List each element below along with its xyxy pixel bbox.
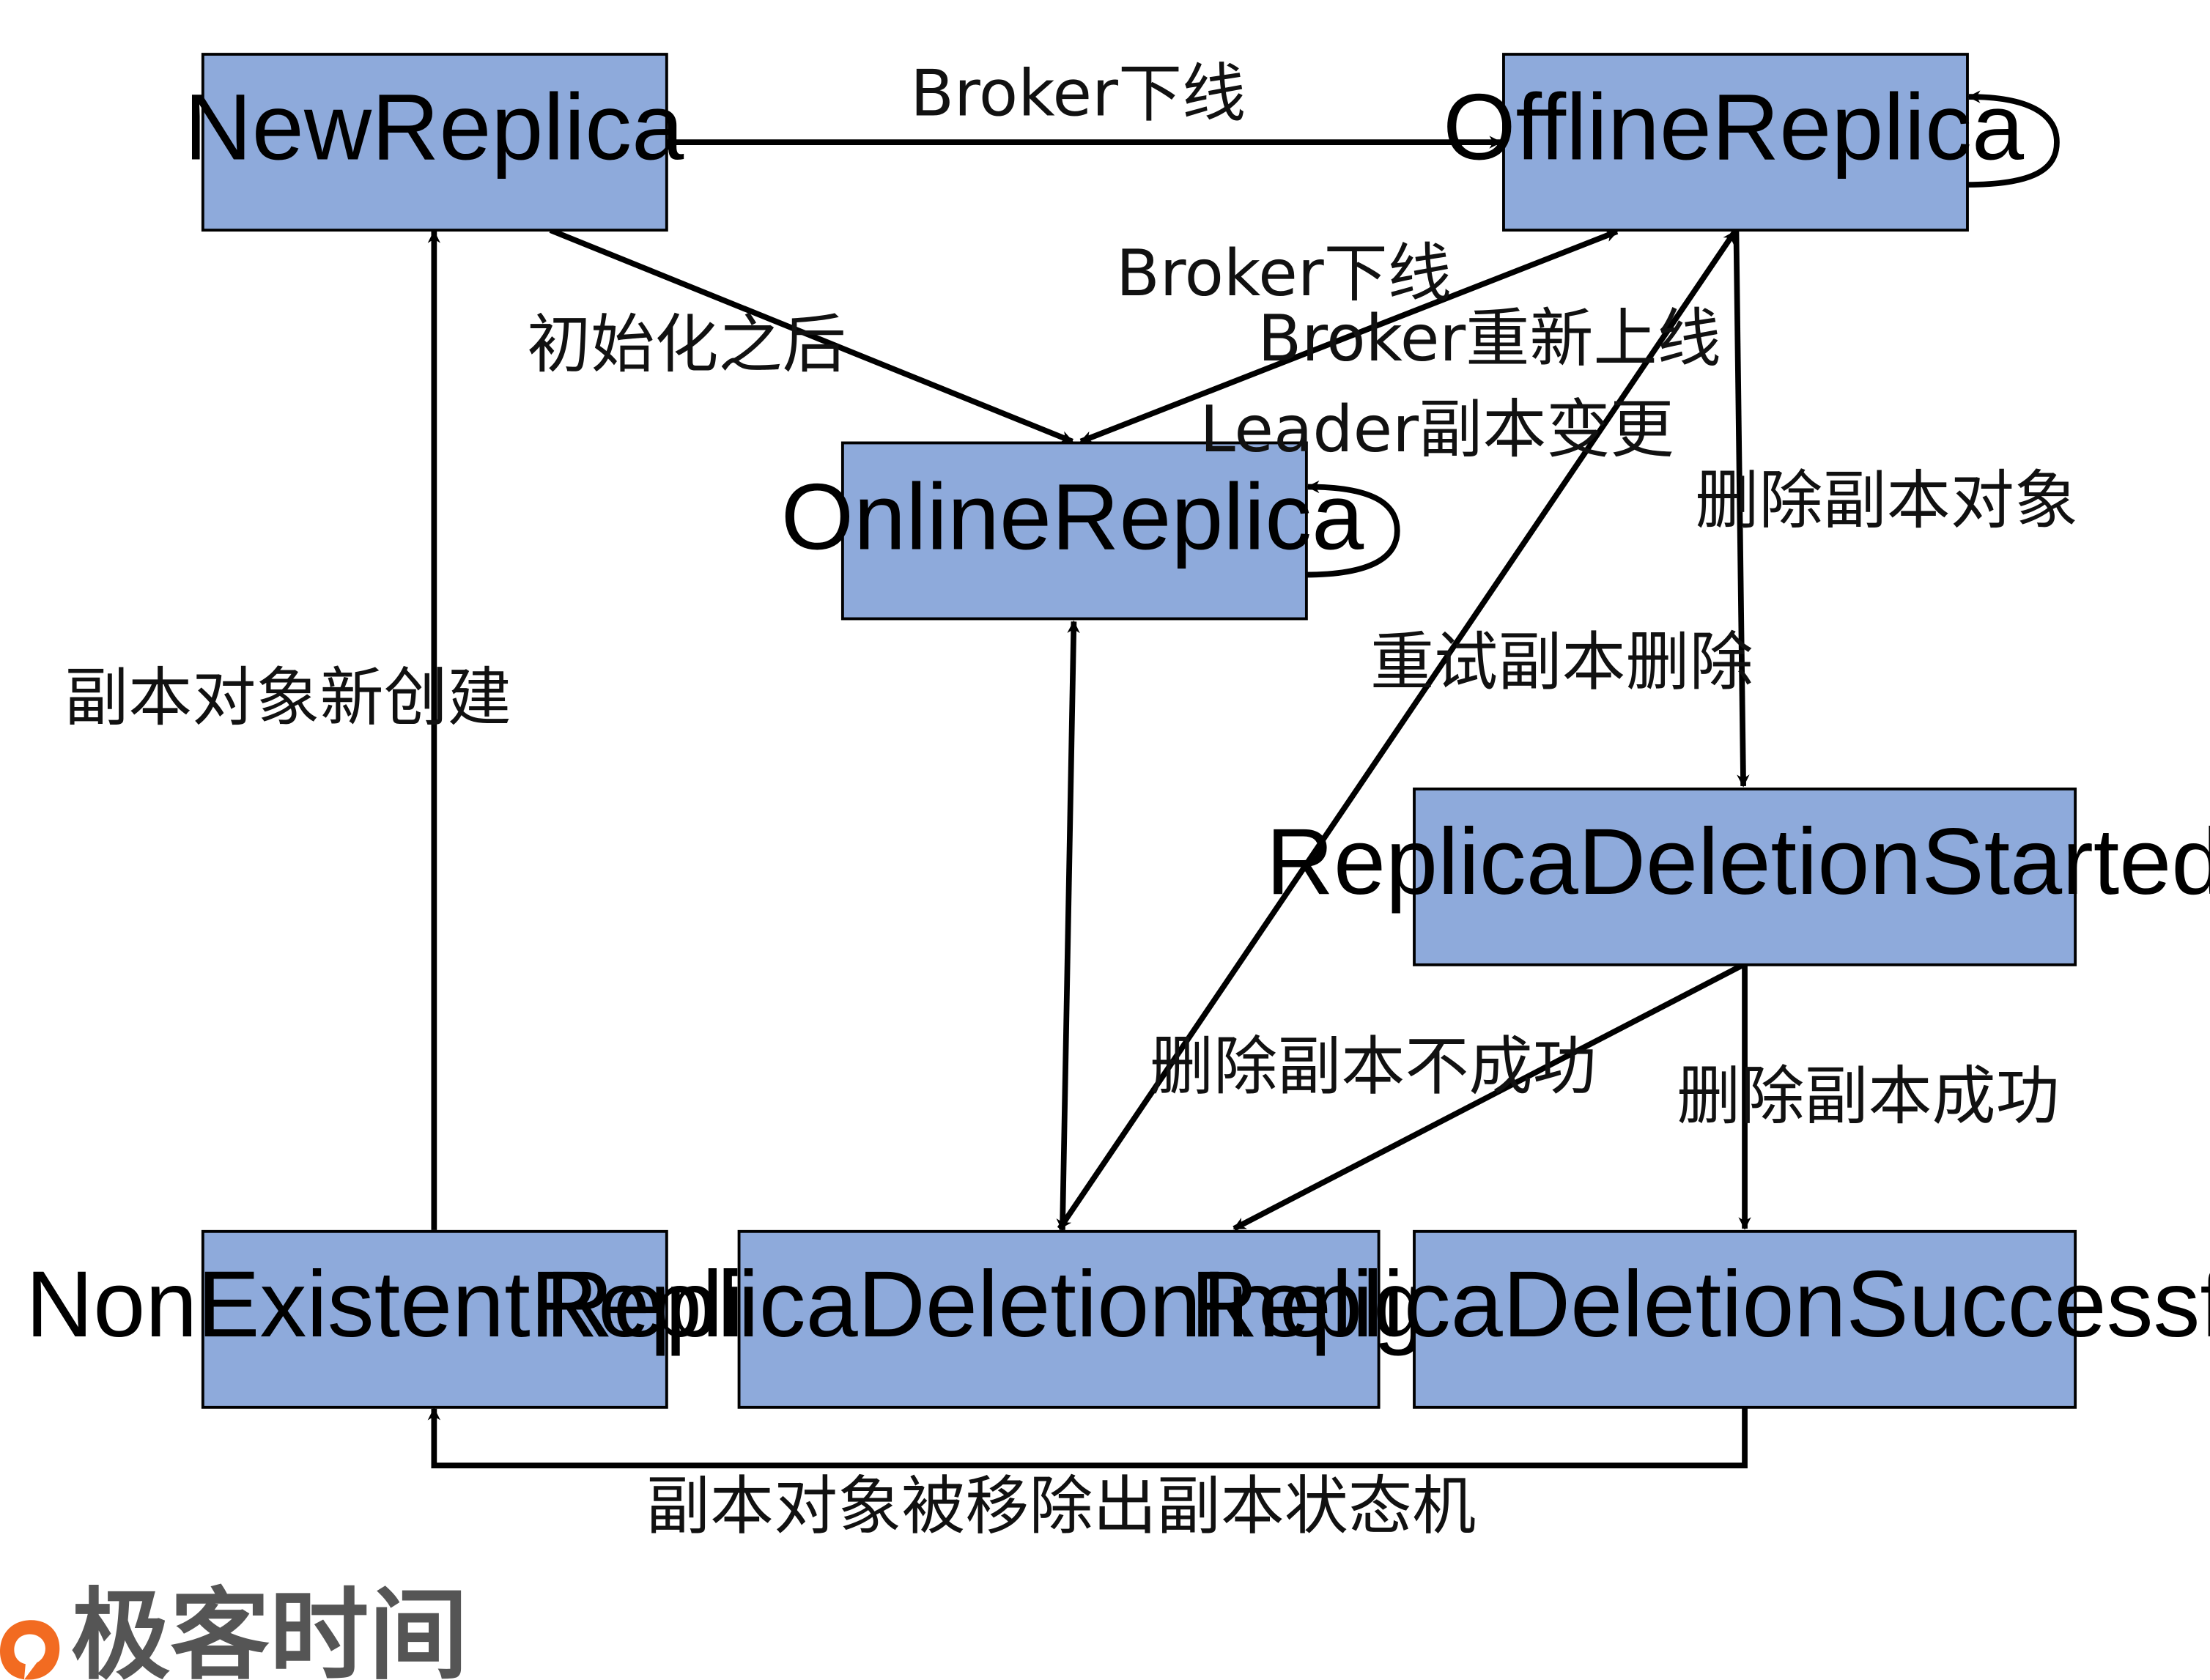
geektime-logo-icon [0, 1620, 60, 1680]
node-label-offline-replica: OfflineReplica [1443, 75, 2025, 180]
node-label-new-replica: NewReplica [185, 75, 685, 180]
label-started-to-successful: 删除副本成功 [1677, 1059, 2060, 1133]
label-online-to-offline: Broker下线 [1116, 236, 1452, 311]
node-label-online-replica: OnlineReplica [781, 465, 1364, 570]
edge-labels: Broker下线 初始化之后 Broker下线 Broker重新上线 Leade… [64, 56, 2078, 1543]
edge-successful-to-nonexistent [427, 1407, 1748, 1469]
node-label-deletion-ineligible: ReplicaDeletionIneligible [546, 1252, 1571, 1357]
node-new-replica: NewReplica [185, 53, 685, 232]
node-deletion-successful: ReplicaDeletionSuccessful [1191, 1229, 2210, 1409]
label-nonexistent-to-new: 副本对象新创建 [64, 660, 511, 735]
label-ineligible-to-offline: 重试副本删除 [1370, 625, 1753, 700]
label-new-to-offline: Broker下线 [910, 56, 1246, 130]
node-label-deletion-started: ReplicaDeletionStarted [1266, 810, 2210, 914]
nodes: NewReplica OfflineReplica OnlineReplica … [26, 53, 2210, 1409]
node-online-replica: OnlineReplica [781, 441, 1364, 621]
edge-offline-self [1966, 90, 2060, 188]
node-label-deletion-successful: ReplicaDeletionSuccessful [1191, 1252, 2210, 1357]
edge-started-to-ineligible [1232, 962, 1745, 1232]
node-label-nonexistent-replica: NonExistentReplica [26, 1252, 843, 1357]
label-offline-to-started: 删除副本对象 [1695, 463, 2078, 538]
label-successful-to-nonexistent: 副本对象被移除出副本状态机 [646, 1468, 1476, 1543]
edge-ineligible-offline [1057, 229, 1737, 1231]
node-offline-replica: OfflineReplica [1443, 53, 2025, 232]
label-started-to-ineligible: 删除副本不成功 [1150, 1029, 1597, 1103]
logo-text: 极客时间 [71, 1577, 468, 1680]
node-deletion-ineligible: ReplicaDeletionIneligible [546, 1229, 1571, 1409]
edge-new-to-online [549, 227, 1074, 445]
node-deletion-started: ReplicaDeletionStarted [1266, 787, 2210, 966]
edges [427, 90, 2060, 1469]
label-offline-to-online: Broker重新上线 [1258, 301, 1721, 376]
label-online-self: Leader副本变更 [1200, 392, 1674, 467]
node-nonexistent-replica: NonExistentReplica [26, 1229, 843, 1409]
edge-offline-to-started [1733, 230, 1750, 788]
geektime-logo: 极客时间 [0, 1577, 468, 1680]
edge-ineligible-online [1056, 620, 1080, 1232]
label-new-to-online: 初始化之后 [527, 307, 846, 382]
